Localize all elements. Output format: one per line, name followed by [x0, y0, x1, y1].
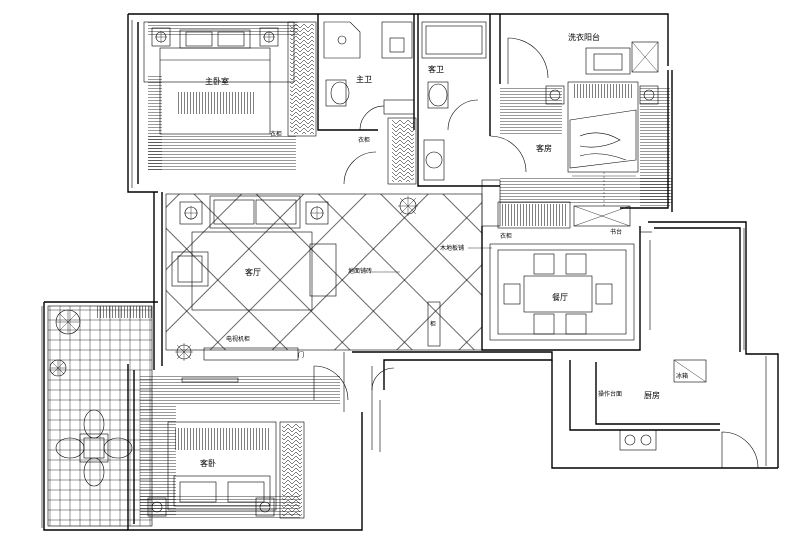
entry-corridor	[313, 351, 553, 452]
label-cabinet: 柜	[430, 320, 436, 328]
master-bedroom: 主卧室 衣柜	[143, 21, 317, 172]
dining-room: 餐厅 木地板铺	[440, 226, 652, 351]
guest-bath: 客卫	[417, 14, 500, 187]
plant-icon	[175, 343, 193, 361]
label-door-small: 门	[298, 351, 304, 359]
label-fridge: 冰箱	[676, 372, 688, 380]
label-wardrobe-master: 衣柜	[270, 130, 282, 138]
guest-room: 客房	[489, 81, 672, 206]
room-label-laundry-balcony: 洗衣阳台	[568, 32, 600, 42]
label-floor-wood: 木地板铺	[440, 244, 464, 252]
terrace	[47, 305, 153, 527]
label-tv-cabinet: 电视机柜	[226, 335, 250, 343]
living-room: 客厅 地面铺砖 电视机柜 门 柜	[165, 193, 483, 361]
plant-icon	[398, 196, 418, 216]
laundry-balcony: 洗衣阳台	[499, 14, 659, 84]
kitchen: 厨房 操作台面 冰箱	[569, 359, 759, 469]
label-floor-tile: 地面铺砖	[348, 267, 372, 275]
windows	[41, 20, 767, 528]
label-kitchen-counter: 操作台面	[598, 390, 622, 398]
room-label-guest-bath: 客卫	[428, 64, 444, 74]
bedroom: 客卧	[140, 374, 340, 520]
room-label-guest-room: 客房	[536, 143, 552, 153]
guest-wardrobe: 衣柜 书台	[481, 179, 631, 240]
label-wardrobe-corridor: 衣柜	[358, 136, 370, 144]
plant-icon	[49, 359, 67, 377]
label-wardrobe-guest: 衣柜	[500, 232, 512, 240]
room-label-bedroom: 客卧	[200, 458, 216, 468]
outer-walls	[43, 13, 779, 531]
plant-icon	[55, 309, 81, 335]
label-study-desk: 书台	[610, 228, 622, 236]
room-label-master-bath: 主卫	[356, 74, 372, 84]
room-label-master-bedroom: 主卧室	[205, 76, 229, 86]
master-bath: 主卫	[317, 14, 415, 131]
corridor-wardrobe: 衣柜	[343, 117, 417, 185]
room-label-living-room: 客厅	[245, 267, 261, 277]
room-label-dining-room: 餐厅	[552, 293, 568, 302]
room-label-kitchen: 厨房	[644, 390, 660, 400]
outdoor-table-set	[55, 409, 133, 487]
